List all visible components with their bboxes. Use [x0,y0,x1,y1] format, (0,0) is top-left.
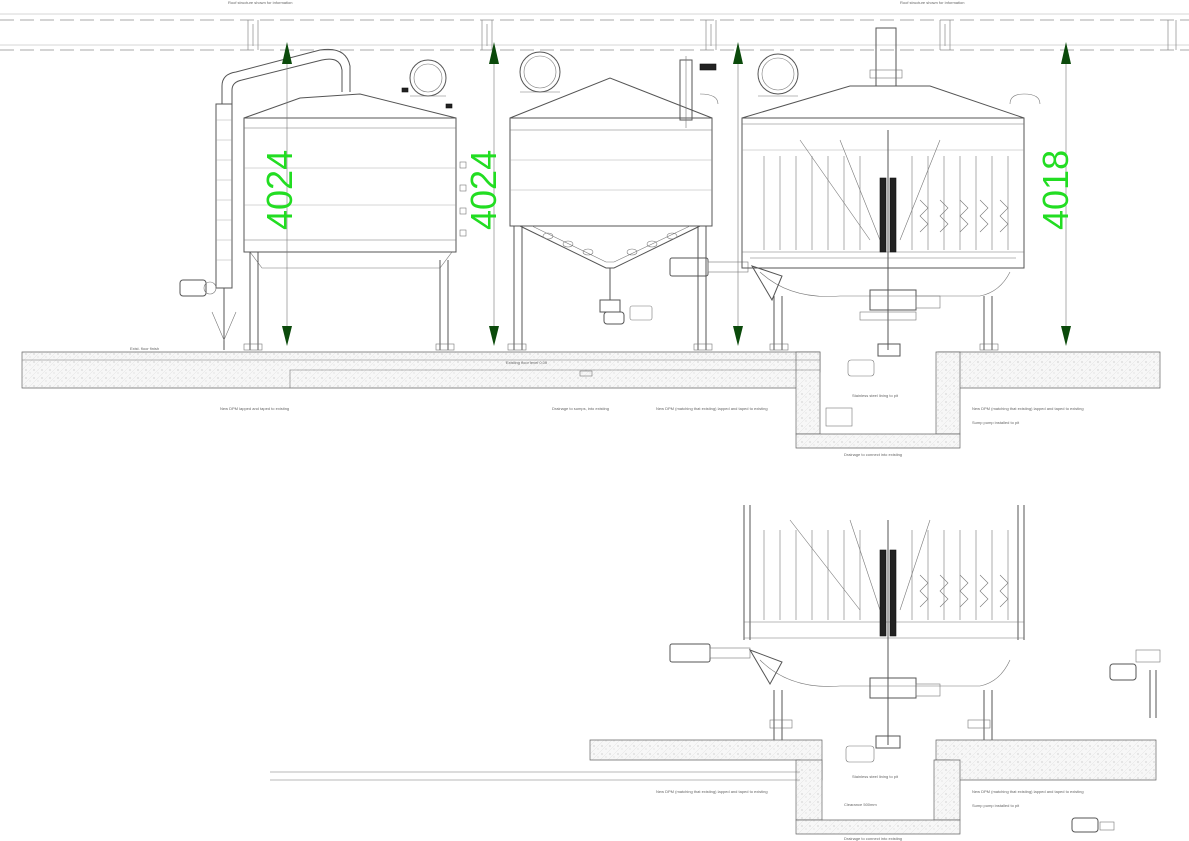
detail-note-new-dpm-right: New DPM (matching that existing) lapped … [972,789,1084,794]
roof-structure: Roof structure shown for information Roo… [0,0,1189,51]
vessel-2 [507,51,749,351]
vessel-3 [741,27,1041,357]
note-new-dpm-mid: New DPM (matching that existing) lapped … [656,406,768,411]
dimension-vessel-2: 4024 [463,150,504,230]
detail-view: Stainless steel lining to pit New DPM (m… [270,505,1161,841]
floor-slab: Exist. floor finish Existing floor level… [21,346,1161,457]
rake-arms [763,139,1009,250]
detail-note-new-dpm-mid: New DPM (matching that existing) lapped … [656,789,768,794]
dimension-vessel-3: 4018 [1035,150,1076,230]
detail-note-clearance: Clearance 500mm [844,802,877,807]
note-drainage-sump: Drainage to sumps, into existing [552,406,609,411]
note-new-dpm-right: New DPM (matching that existing) lapped … [972,406,1084,411]
dimension-vessel-1: 4024 [259,150,300,230]
roof-note-left: Roof structure shown for information [228,0,292,5]
note-floor-level: Existing floor level 0.00 [506,360,548,365]
vessel-1 [179,48,467,351]
dimension-line-3: 4018 [733,42,1076,346]
detail-note-sump-pump: Sump pump installed to pit [972,803,1020,808]
note-sump-pump: Sump pump installed to pit [972,420,1020,425]
dimension-line-2: 4024 [463,42,504,346]
note-drainage-existing: Drainage to connect into existing [844,452,902,457]
note-new-dpm-left: New DPM lapped and taped to existing [220,406,289,411]
detail-note-drainage-existing: Drainage to connect into existing [844,836,902,841]
dimension-line-1: 4024 [259,42,300,346]
note-stainless-pit: Stainless steel lining to pit [852,393,899,398]
note-finished-floor: Exist. floor finish [130,346,159,351]
roof-note-right: Roof structure shown for information [900,0,964,5]
detail-note-stainless-pit: Stainless steel lining to pit [852,774,899,779]
